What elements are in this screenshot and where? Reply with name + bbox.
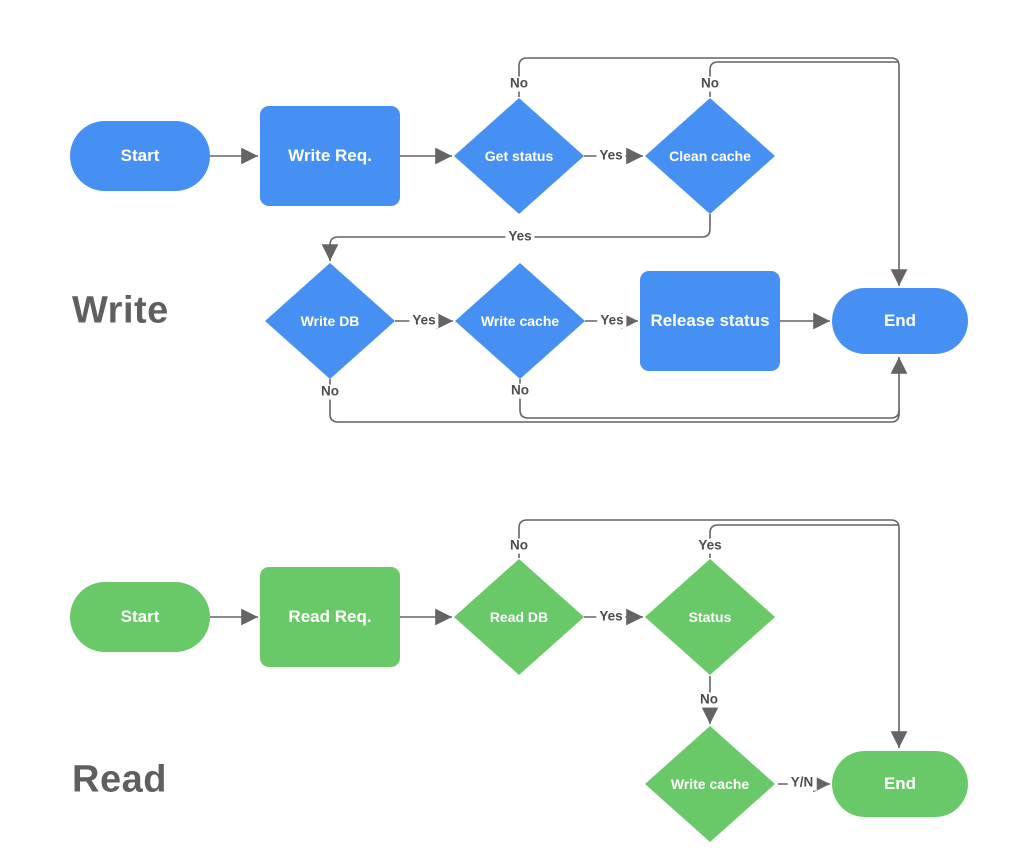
- read-start-node: Start: [70, 582, 210, 652]
- status-yes-label: Yes: [695, 538, 725, 554]
- edge-writecache-no-join: [519, 379, 900, 419]
- read-db-yes-label: Yes: [596, 609, 626, 625]
- read-req-node: Read Req.: [260, 567, 400, 667]
- write-cache-yes-label: Yes: [597, 313, 627, 329]
- write-db-no-label: No: [318, 384, 342, 400]
- read-db-no-label: No: [507, 538, 531, 554]
- write-db-yes-label: Yes: [409, 313, 439, 329]
- write-end-node: End: [832, 288, 968, 354]
- edge-cleancache-no-join: [709, 61, 899, 97]
- clean-cache-no-label: No: [698, 76, 722, 92]
- status-no-label: No: [697, 692, 721, 708]
- clean-cache-yes-label: Yes: [505, 229, 535, 245]
- write-req-node: Write Req.: [260, 106, 400, 206]
- read-section-label: Read: [72, 758, 167, 801]
- edge-writedb-no-to-end: [329, 357, 908, 423]
- write-start-node: Start: [70, 121, 210, 191]
- get-status-no-label: No: [507, 76, 531, 92]
- write-cache-no-label: No: [508, 383, 532, 399]
- edge-status-yes-join: [709, 524, 899, 558]
- write-cache-yn-label: Y/N: [787, 775, 817, 791]
- release-status-node: Release status: [640, 271, 780, 371]
- write-section-label: Write: [72, 289, 169, 332]
- read-end-node: End: [832, 751, 968, 817]
- get-status-yes-label: Yes: [596, 148, 626, 164]
